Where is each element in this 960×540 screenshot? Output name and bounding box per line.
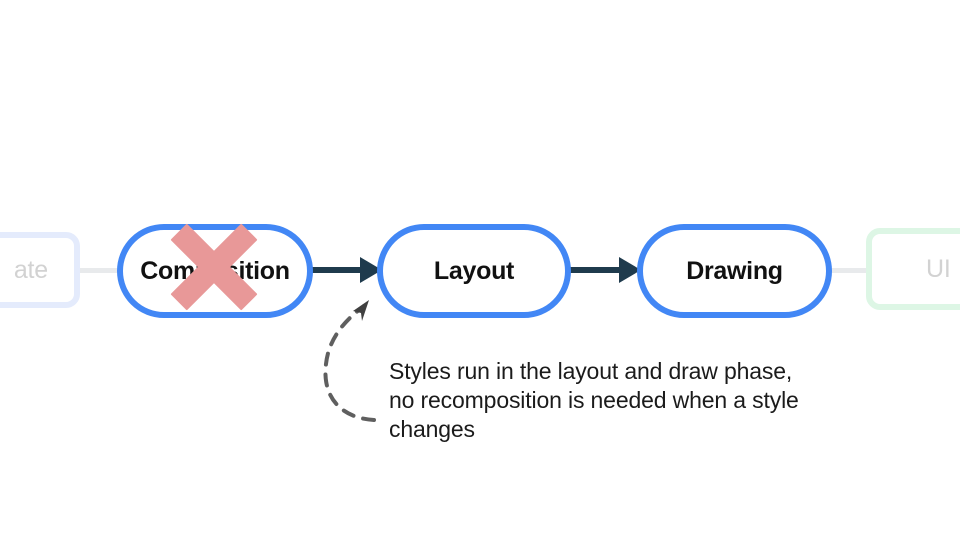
phase-pill-drawing[interactable]: Drawing [637, 224, 832, 318]
arrow-shaft [569, 267, 621, 273]
connector-drawing-to-ui [828, 268, 882, 273]
callout-arrow-path [323, 304, 376, 422]
connector-state-to-composition [72, 268, 128, 273]
arrow-shaft [310, 267, 362, 273]
callout-annotation-line-3: changes [389, 416, 475, 442]
cross-out-icon [170, 223, 258, 311]
phase-pill-drawing-label: Drawing [686, 256, 783, 285]
callout-arrow-head-icon [353, 300, 369, 321]
phase-box-ui: UI [866, 228, 960, 310]
phase-box-ui-label: UI [926, 254, 951, 283]
phase-box-state: ate [0, 232, 80, 308]
callout-annotation-text: Styles run in the layout and draw phase,… [389, 357, 859, 444]
callout-annotation-line-1: Styles run in the layout and draw phase, [389, 358, 793, 384]
arrow-head-icon [619, 257, 641, 283]
arrow-composition-to-layout [310, 257, 382, 283]
phase-pill-layout-label: Layout [433, 256, 515, 285]
phase-box-state-label: ate [13, 255, 48, 284]
callout-annotation-line-2: no recomposition is needed when a style [389, 387, 799, 413]
callout-dashed-arrow-icon [323, 300, 376, 422]
arrow-layout-to-drawing [569, 257, 642, 283]
phase-pill-layout[interactable]: Layout [377, 224, 571, 318]
